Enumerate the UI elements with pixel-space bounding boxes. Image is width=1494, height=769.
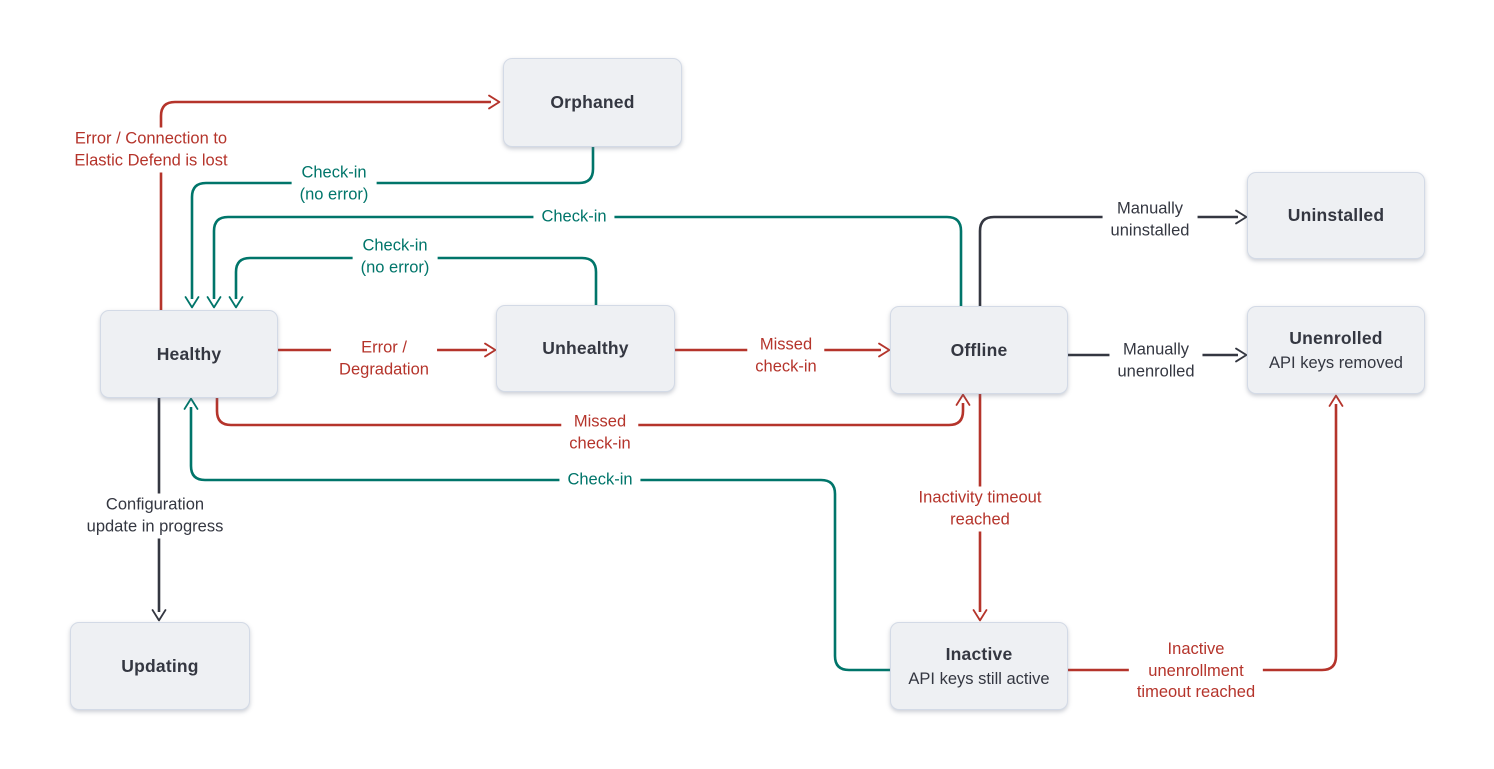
edge-offline-to-uninstalled xyxy=(978,209,1248,306)
edge-label-offline-to-unenrolled: Manually unenrolled xyxy=(1109,338,1203,384)
edge-label-inactive-to-unenrolled: Inactive unenrollment timeout reached xyxy=(1128,637,1264,705)
edge-label-inactive-to-healthy: Check-in xyxy=(559,468,641,492)
state-node-offline: Offline xyxy=(890,306,1068,394)
edge-inactive-to-healthy xyxy=(183,397,890,672)
edge-label-healthy-to-offline-missed-checkin: Missed check-in xyxy=(561,410,639,456)
state-node-unenrolled: Unenrolled API keys removed xyxy=(1247,306,1425,394)
state-node-unhealthy: Unhealthy xyxy=(496,305,675,392)
state-node-uninstalled: Uninstalled xyxy=(1247,172,1425,259)
state-node-uninstalled-label: Uninstalled xyxy=(1287,205,1385,225)
state-node-unenrolled-sublabel: API keys removed xyxy=(1269,353,1403,372)
edge-label-offline-to-uninstalled: Manually uninstalled xyxy=(1102,197,1198,243)
state-node-unenrolled-label: Unenrolled xyxy=(1289,327,1383,348)
state-node-updating-label: Updating xyxy=(121,655,199,676)
state-node-inactive-sublabel: API keys still active xyxy=(908,669,1050,688)
edge-offline-to-healthy xyxy=(206,215,963,309)
edge-inactive-to-unenrolled xyxy=(1068,394,1344,672)
edge-label-healthy-to-unhealthy: Error / Degradation xyxy=(331,336,437,382)
state-node-unhealthy-label: Unhealthy xyxy=(542,338,629,358)
edge-label-orphaned-to-healthy: Check-in (no error) xyxy=(291,161,377,207)
edge-label-unhealthy-to-offline: Missed check-in xyxy=(747,333,825,379)
edge-label-offline-to-healthy: Check-in xyxy=(533,205,615,229)
state-node-healthy-label: Healthy xyxy=(156,343,222,364)
state-node-healthy: Healthy xyxy=(100,310,278,398)
state-node-inactive-label: Inactive xyxy=(945,643,1013,664)
edge-label-offline-to-inactive: Inactivity timeout reached xyxy=(910,486,1050,532)
state-node-orphaned-label: Orphaned xyxy=(550,92,635,112)
state-node-offline-label: Offline xyxy=(950,339,1008,360)
edge-label-healthy-to-updating: Configuration update in progress xyxy=(78,493,232,539)
edge-label-healthy-to-orphaned: Error / Connection to Elastic Defend is … xyxy=(66,127,236,173)
edge-orphaned-to-healthy xyxy=(184,147,595,309)
state-node-orphaned: Orphaned xyxy=(503,58,682,147)
edge-label-unhealthy-to-healthy: Check-in (no error) xyxy=(352,234,438,280)
state-node-updating: Updating xyxy=(70,622,250,710)
state-node-inactive: Inactive API keys still active xyxy=(890,622,1068,710)
edge-healthy-to-orphaned xyxy=(159,94,501,310)
